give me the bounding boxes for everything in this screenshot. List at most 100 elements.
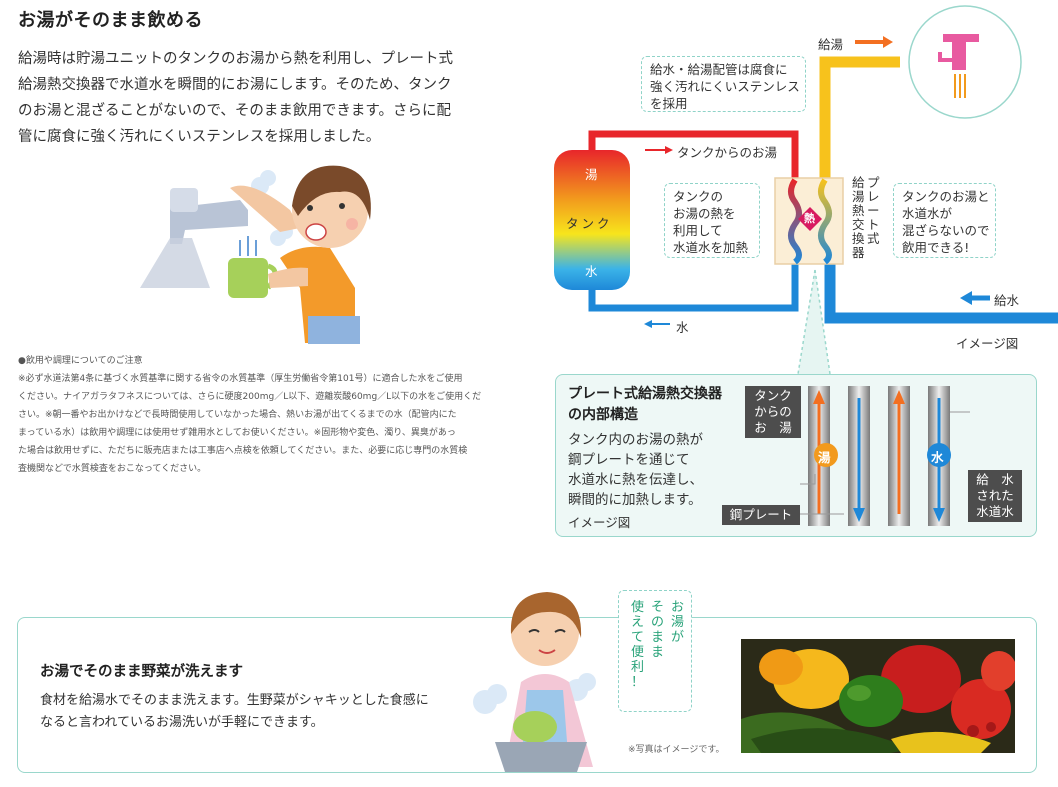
label-steel-plate: 鋼プレート [722,505,800,525]
char: 使 [631,600,645,615]
note-line: 利用して [673,223,723,238]
note-line: お湯の熱を [673,206,736,221]
note-line: を採用 [650,96,688,111]
label-line: 水道水 [976,504,1014,519]
char: 熱 [852,203,865,218]
label-line: お 湯 [754,420,792,435]
char: レ [867,189,880,204]
desc-line: 水道水に熱を伝達し、 [568,472,703,488]
label-line: タンク [754,388,792,403]
inner-structure-desc: タンク内のお湯の熱が 鋼プレートを通じて 水道水に熱を伝達し、 瞬間的に加熱しま… [568,430,703,510]
intro-paragraph: 給湯時は貯湯ユニットのタンクのお湯から熱を利用し、プレート式 給湯熱交換器で水道… [18,46,508,150]
label-water-supply: 給水 [994,293,1020,308]
note-stainless-pipe: 給水・給湯配管は腐食に 強く汚れにくいステンレス を採用 [641,56,806,112]
note-line: ※必ず水道法第4条に基づく水質基準に関する省令の水質基準（厚生労働省令第101号… [18,374,463,384]
heat-badge [798,207,822,231]
boy-drinking-illustration [140,165,371,344]
intro-line: 給湯時は貯湯ユニットのタンクのお湯から熱を利用し、プレート式 [18,51,453,67]
heat-badge-label: 熱 [804,212,815,225]
note-line: た場合は飲用せずに、ただちに販売店または工事店へ点検を依頼してください。また、必… [18,446,468,456]
bowl-icon [495,742,587,772]
down-arrow-icon [853,508,865,522]
note-line: ●飲用や調理についてのご注意 [18,356,143,366]
note-line: 水道水を加熱 [673,240,749,255]
up-arrow-icon [893,390,905,404]
note-heat-usage: タンクの お湯の熱を 利用して 水道水を加熱 [664,183,760,258]
tank-label-hot: 湯 [585,167,598,182]
tank-label-cold: 水 [585,264,598,279]
cold-badge-label: 水 [931,450,944,465]
cup-icon [228,258,268,298]
char: ま [651,630,665,645]
note-line: 混ざらないので [902,223,990,238]
note-line: 給水・給湯配管は腐食に [650,62,788,77]
desc-line: 鋼プレートを通じて [568,452,690,468]
char: ま [651,645,665,660]
char: プ [867,175,880,190]
char: 式 [867,231,880,246]
title-line: の内部構造 [568,407,638,423]
char: 湯 [852,189,865,204]
bubble-col-3: 使 え て 便 利 ！ [631,600,644,690]
bubble-col-2: そ の ま ま [651,600,664,660]
label-supplied-water: 給 水 された 水道水 [968,470,1022,522]
char: ！ [631,675,645,690]
inner-image-label: イメージ図 [568,515,631,530]
label-tank-hot-water: タンク からの お 湯 [745,386,801,438]
heat-exchanger-diagram [554,5,1058,375]
char: 交 [852,217,865,232]
label-hot-supply: 給湯 [818,37,844,52]
note-line: 飲用できる! [902,240,970,255]
usage-notes: ●飲用や調理についてのご注意 ※必ず水道法第4条に基づく水質基準に関する省令の水… [18,352,508,478]
faucet-icon [938,34,979,98]
section2-body: 食材を給湯水でそのまま洗えます。生野菜がシャキッとした食感に なると言われている… [40,690,429,734]
char: 便 [631,645,645,660]
char: 給 [852,175,865,190]
note-line: ください。ナイアガラタフネスについては、さらに硬度200mg／L以下、遊離炭酸6… [18,392,482,402]
note-line: 強く汚れにくいステンレス [650,79,800,94]
hot-badge-label: 湯 [818,450,831,465]
plate-stack-illustration [800,386,970,526]
intro-line: 管に腐食に強く汚れにくいステンレスを採用しました。 [18,129,381,145]
inner-structure-title: プレート式給湯熱交換器 の内部構造 [568,384,722,426]
tank-label: タンク [566,216,613,231]
cold-badge [927,443,951,467]
char: そ [651,600,665,615]
exchanger-vertical-label-1: 給 湯 熱 交 換 器 [852,176,865,260]
exchanger-vertical-label-2: プ レ ー ト 式 [867,176,880,246]
note-no-mixing: タンクのお湯と 水道水が 混ざらないので 飲用できる! [893,183,996,258]
woman-washing-illustration [473,592,596,772]
hot-badge [814,443,838,467]
note-line: タンクのお湯と [902,189,990,204]
section-title: お湯がそのまま飲める [18,10,203,31]
body-line: 食材を給湯水でそのまま洗えます。生野菜がシャキッとした食感に [40,693,429,708]
label-image-note: イメージ図 [956,336,1019,351]
body-line: なると言われているお湯洗いが手軽にできます。 [40,715,324,730]
bubble-col-1: お 湯 が [671,600,684,645]
char: て [631,630,645,645]
char: が [671,630,685,645]
desc-line: タンク内のお湯の熱が [568,432,703,448]
label-line: された [976,488,1014,503]
char: え [631,615,645,630]
note-line: さい。※朝一番やお出かけなどで長時間使用していなかった場合、熱いお湯が出てくるま… [18,410,457,420]
label-line: からの [754,404,792,419]
note-line: タンクの [673,189,724,204]
char: ー [867,203,880,218]
title-line: プレート式給湯熱交換器 [568,386,722,402]
vegetables-photo [741,639,1015,753]
char: の [651,615,665,630]
char: 器 [852,245,865,260]
label-from-tank: タンクからのお湯 [677,145,778,160]
char: ト [867,217,880,232]
char: 湯 [671,615,685,630]
down-arrow-icon [933,508,945,522]
label-line: 給 水 [976,472,1014,487]
photo-caption: ※写真はイメージです。 [628,745,725,755]
intro-line: のお湯と混ざることがないので、そのまま飲用できます。さらに配 [18,103,451,119]
section2-title: お湯でそのまま野菜が洗えます [40,664,243,680]
label-water-return: 水 [676,320,689,335]
char: 換 [852,231,865,246]
note-line: まっている水）は飲用や調理には使用せず雑用水としてお使いください。※固形物や変色… [18,428,456,438]
up-arrow-icon [813,390,825,404]
